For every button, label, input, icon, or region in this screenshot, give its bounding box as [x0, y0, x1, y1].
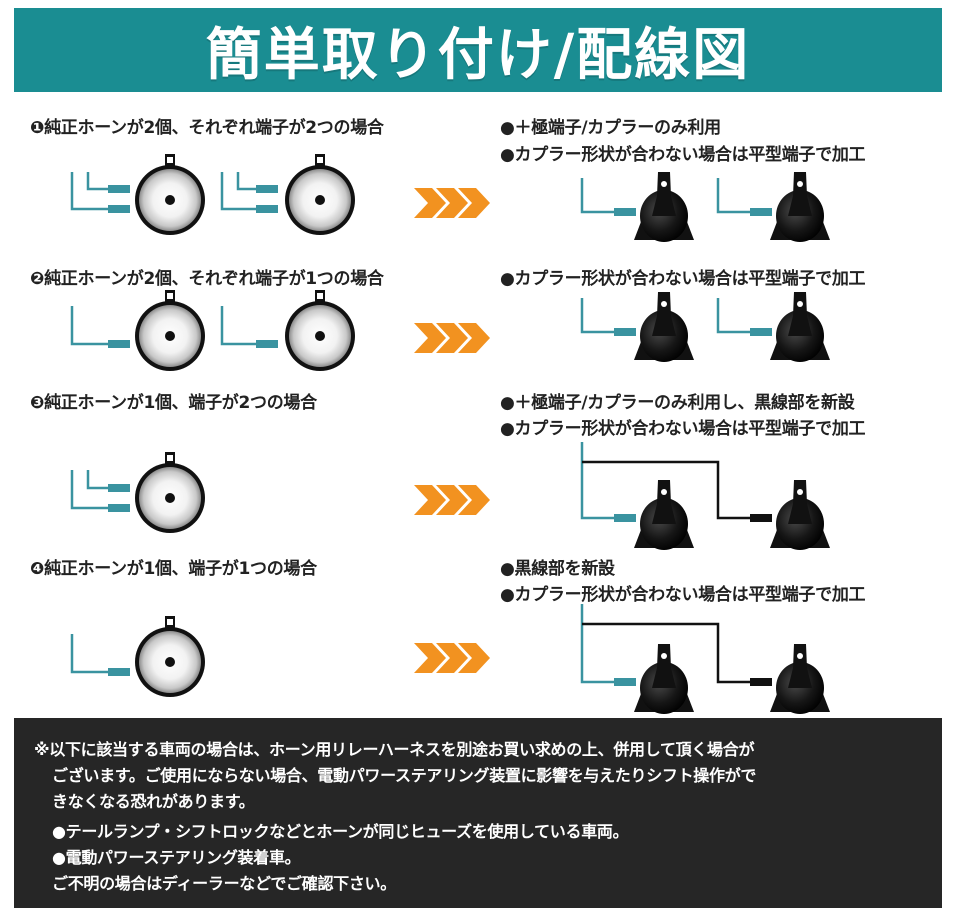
stock-horn-icon [135, 452, 205, 533]
new-horn-icon [770, 292, 830, 362]
case-4-new-wire [582, 622, 752, 684]
case-1-note-1: ●＋極端子/カプラーのみ利用 [500, 118, 721, 138]
new-horn-icon [770, 644, 830, 714]
stock-horn-icon [135, 154, 205, 235]
notice-line: ●テールランプ・シフトロックなどとホーンが同じヒューズを使用している車両。 [52, 822, 629, 841]
case-4-note-2: ●カプラー形状が合わない場合は平型端子で加工 [500, 585, 866, 605]
notice-line: ございます。ご使用にならない場合、電動パワーステアリング装置に影響を与えたりシフ… [52, 766, 757, 785]
stock-horn-icon [135, 290, 205, 371]
notice-line: ※以下に該当する車両の場合は、ホーン用リレーハーネスを別途お買い求めの上、併用し… [34, 740, 755, 759]
new-horn-icon [770, 480, 830, 550]
arrow-icon [414, 323, 490, 353]
case-2-label: ❷純正ホーンが2個、それぞれ端子が1つの場合 [30, 269, 384, 289]
new-horn-icon [634, 292, 694, 362]
case-3-label: ❸純正ホーンが1個、端子が2つの場合 [30, 393, 317, 413]
case-4-label: ❹純正ホーンが1個、端子が1つの場合 [30, 559, 317, 579]
title-banner: 簡単取り付け/配線図 [14, 8, 942, 92]
notice-line: ご不明の場合はディーラーなどでご確認下さい。 [52, 874, 396, 893]
case-3-note-1: ●＋極端子/カプラーのみ利用し、黒線部を新設 [500, 393, 855, 413]
case-3-new-wire [582, 460, 752, 520]
case-1-note-2: ●カプラー形状が合わない場合は平型端子で加工 [500, 145, 866, 165]
page-title: 簡単取り付け/配線図 [205, 22, 751, 88]
new-horn-icon [770, 172, 830, 242]
case-3-note-2: ●カプラー形状が合わない場合は平型端子で加工 [500, 419, 866, 439]
case-4-note-1: ●黒線部を新設 [500, 559, 615, 579]
notice-line: ●電動パワーステアリング装着車。 [52, 848, 301, 867]
stock-horn-icon [285, 290, 355, 371]
case-1-stock-wiring [70, 172, 258, 211]
notice-box: ※以下に該当する車両の場合は、ホーン用リレーハーネスを別途お買い求めの上、併用し… [14, 718, 942, 908]
notice-line: きなくなる恐れがあります。 [52, 792, 255, 811]
arrow-icon [414, 643, 490, 673]
wiring-diagram [70, 154, 830, 714]
new-horn-icon [634, 644, 694, 714]
arrow-icon [414, 485, 490, 515]
case-1-label: ❶純正ホーンが2個、それぞれ端子が2つの場合 [30, 118, 384, 138]
new-horn-icon [634, 480, 694, 550]
case-2-note-1: ●カプラー形状が合わない場合は平型端子で加工 [500, 269, 866, 289]
arrow-icon [414, 188, 490, 218]
new-horn-icon [634, 172, 694, 242]
stock-horn-icon [135, 616, 205, 697]
stock-horn-icon [285, 154, 355, 235]
